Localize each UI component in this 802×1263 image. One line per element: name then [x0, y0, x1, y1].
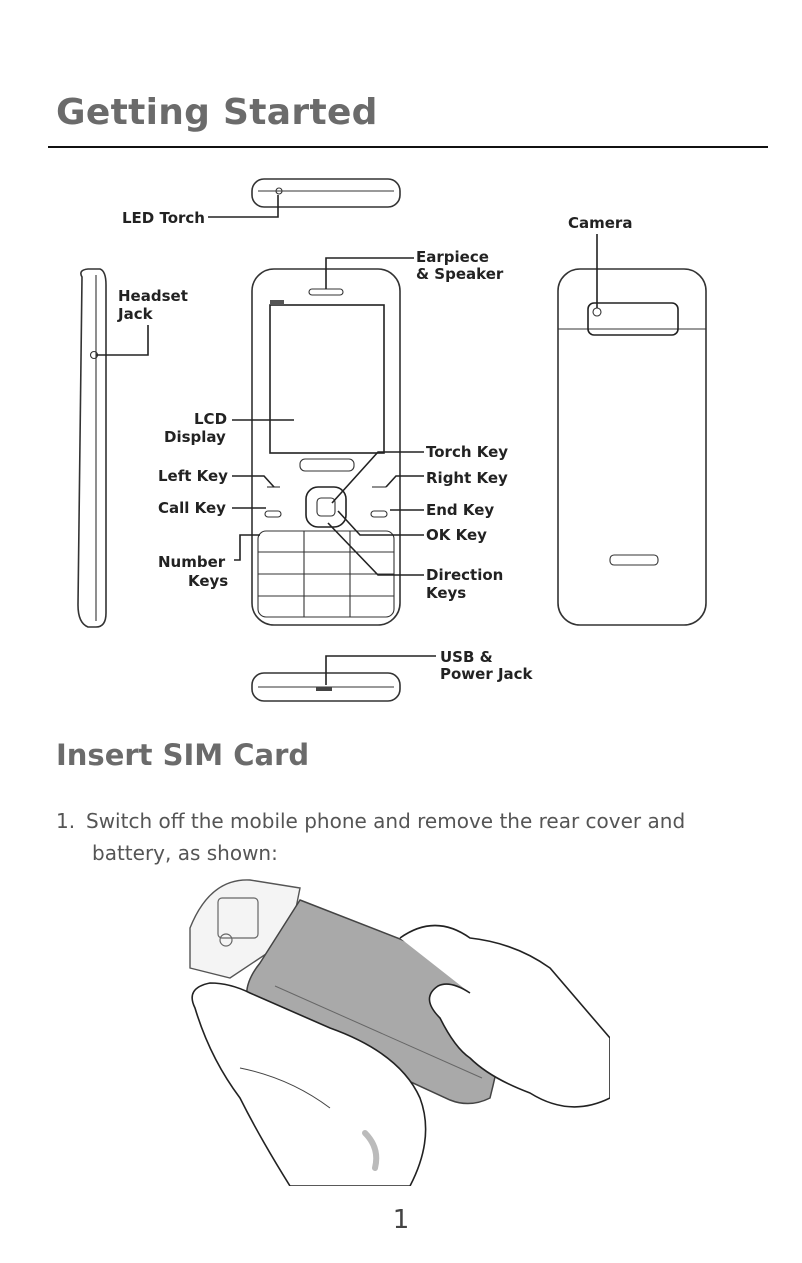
label-usb: USB &	[440, 648, 493, 666]
phone-front-view	[251, 268, 401, 626]
label-right-key: Right Key	[426, 469, 508, 487]
label-ok-key: OK Key	[426, 526, 487, 544]
step-1: 1. Switch off the mobile phone and remove…	[56, 805, 756, 869]
section-title: Insert SIM Card	[56, 738, 310, 772]
leader-lines	[96, 195, 598, 685]
label-display: Display	[164, 428, 226, 446]
label-end-key: End Key	[426, 501, 494, 519]
label-left-key: Left Key	[158, 467, 228, 485]
label-led-torch: LED Torch	[122, 209, 205, 227]
label-camera: Camera	[568, 214, 632, 232]
phone-bottom-view	[251, 672, 401, 702]
phone-side-view	[77, 268, 107, 628]
label-power-jack: Power Jack	[440, 665, 534, 683]
step-text-line2: battery, as shown:	[92, 841, 278, 865]
label-direction: Direction	[426, 566, 503, 584]
remove-cover-illustration	[189, 879, 610, 1186]
label-lcd: LCD	[194, 410, 227, 428]
label-jack: Jack	[117, 305, 154, 323]
step-number: 1.	[56, 809, 76, 833]
phone-diagram: LED Torch Headset Jack Earpiece & Speake…	[77, 178, 707, 702]
label-direction-keys: Keys	[426, 584, 466, 602]
title-divider	[48, 146, 768, 148]
label-number-keys: Keys	[188, 572, 228, 590]
label-call-key: Call Key	[158, 499, 226, 517]
label-speaker: & Speaker	[416, 265, 504, 283]
phone-back-view	[557, 268, 707, 626]
page-number: 1	[392, 1205, 410, 1235]
label-number: Number	[158, 553, 226, 571]
phone-top-view	[251, 178, 401, 208]
label-torch-key: Torch Key	[426, 443, 508, 461]
label-earpiece: Earpiece	[416, 248, 489, 266]
page-title: Getting Started	[56, 92, 378, 133]
step-text-line1: Switch off the mobile phone and remove t…	[86, 809, 686, 833]
label-headset: Headset	[118, 287, 188, 305]
